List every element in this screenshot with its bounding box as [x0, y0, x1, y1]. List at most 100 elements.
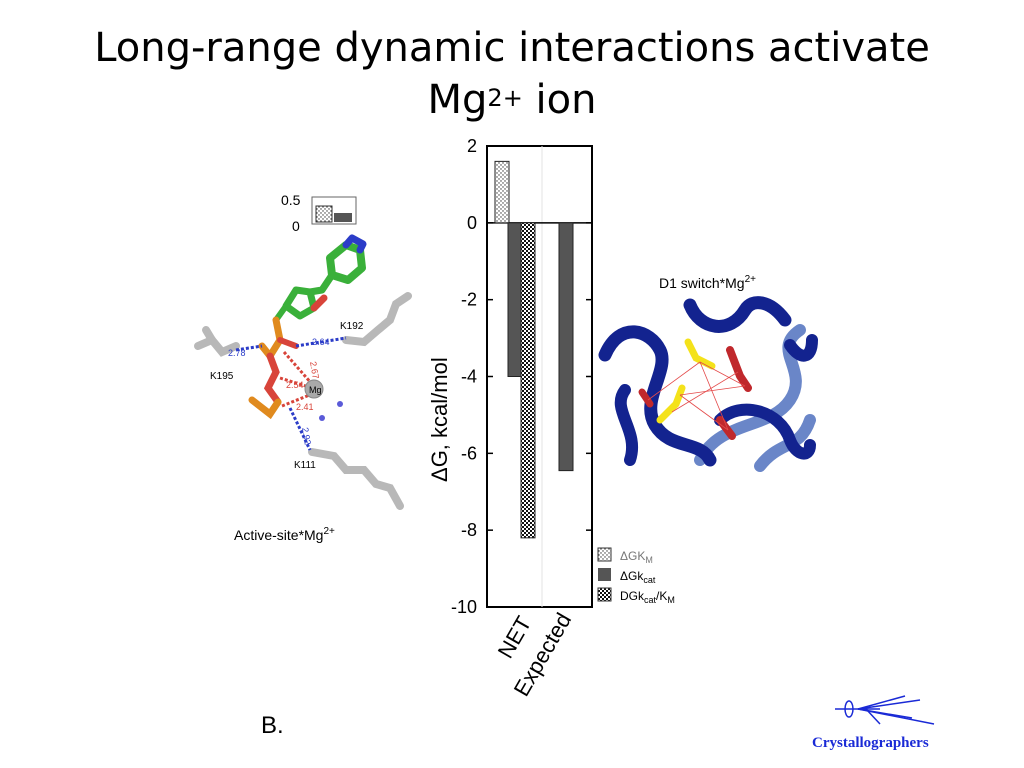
ribose-bonds	[282, 286, 318, 320]
bar-solid-expected	[558, 222, 574, 472]
inset-dots-bar	[315, 205, 333, 223]
logo-ray-4	[857, 708, 913, 719]
k195-chain	[194, 335, 240, 357]
y-axis-ticks: 2 0 -2 -4 -6 -8 -10	[451, 136, 592, 617]
mg-ion-label: Mg	[309, 385, 322, 395]
distance-label-6: 2.92	[300, 427, 313, 446]
d1-switch-caption-sup: 2+	[745, 274, 757, 285]
water-sphere-2	[319, 415, 325, 421]
title-ion: ion	[522, 77, 597, 123]
nucleotide-base	[273, 234, 367, 323]
ribose-oxygen	[310, 294, 328, 312]
phosphate-chain	[248, 316, 299, 420]
distance-label-3: 2.67	[308, 361, 321, 380]
sidechain-red-1	[726, 346, 752, 392]
active-site-caption-main: Active-site*Mg	[234, 527, 323, 543]
hbond-k195	[235, 344, 263, 352]
distance-label-2: 2.64	[312, 337, 330, 347]
y-tick-label-0: 2	[467, 136, 477, 156]
ribbon-front-3	[614, 384, 638, 466]
contact-6	[671, 371, 739, 413]
y-tick-label-5: -8	[461, 520, 477, 540]
inset-tick-top: 0.5	[281, 192, 301, 208]
hbond-k111	[288, 407, 312, 451]
hbond-k192	[295, 336, 347, 348]
brand-name: Crystallographers	[812, 735, 929, 751]
legend-dgkcatkm-sub2: M	[667, 595, 675, 605]
legend-dgkcat-main: ΔGk	[620, 569, 644, 583]
inset-tick-bottom: 0	[292, 218, 300, 234]
y-tick-label-6: -10	[451, 597, 477, 617]
bar-chart: 20-2-4-6-8-10 ΔG, kcal/mol NET Expected	[427, 136, 593, 701]
crystallographers-logo-icon	[835, 695, 935, 725]
contact-1	[699, 361, 746, 387]
inset-solid-bar	[334, 213, 352, 222]
logo-ray-1	[857, 699, 921, 710]
contact-5	[647, 361, 701, 401]
contact-4	[699, 361, 729, 431]
legend-dgkm-sub: M	[645, 555, 653, 565]
ribbon-front-2	[683, 296, 792, 333]
phosphate-bonds-3	[248, 396, 282, 420]
bar-dots-net	[494, 160, 510, 224]
d1-switch-caption: D1 switch*Mg2+	[659, 274, 756, 291]
k111-chain	[308, 448, 404, 510]
legend-label-dgkcatkm: DGkcat/KM	[620, 589, 675, 605]
slide-title: Long-range dynamic interactions activate…	[0, 22, 1024, 126]
distance-label-4: 2.54	[286, 380, 304, 390]
k195-branch	[202, 326, 216, 344]
hbond-dashes	[235, 336, 347, 451]
residue-k195: K195	[210, 371, 234, 382]
legend-label-dgkcat: ΔGkcat	[620, 569, 656, 585]
side-chains	[638, 338, 752, 440]
d1-switch-panel: D1 switch*Mg2+	[598, 274, 818, 472]
mg-ion-sphere	[304, 379, 324, 399]
legend-label-dgkm: ΔGKM	[620, 549, 653, 565]
residue-k192: K192	[340, 321, 364, 332]
legend-swatch-dgkcatkm	[597, 587, 612, 602]
ring-bonds-c	[306, 271, 336, 296]
sidechain-yellow-1	[684, 338, 716, 370]
logo-ray-3	[857, 695, 906, 710]
sidechain-red-3	[638, 388, 654, 408]
legend-dgkcatkm-suffix: /K	[656, 589, 667, 603]
ring-bonds-b	[342, 234, 367, 254]
title-line-1: Long-range dynamic interactions activate	[94, 25, 930, 71]
inset-frame	[311, 196, 357, 225]
legend-swatch-dgkm	[597, 547, 612, 562]
y-axis-label: ΔG, kcal/mol	[427, 357, 452, 482]
k192-chain	[342, 292, 412, 347]
ribbon-front-5	[784, 334, 818, 362]
active-site-caption: Active-site*Mg2+	[234, 526, 335, 543]
residue-k111: K111	[294, 460, 316, 471]
active-site-caption-sup: 2+	[323, 526, 335, 537]
panel-letter: B.	[261, 712, 284, 739]
title-line-2: Mg2+ ion	[0, 74, 1024, 126]
ribbon-front-1	[598, 325, 717, 467]
ribbon-front-4	[714, 403, 816, 460]
protein-ribbons	[598, 296, 818, 472]
logo-ray-5	[865, 708, 881, 725]
phosphate-bonds-2	[263, 352, 282, 406]
lysine-residues	[194, 292, 412, 510]
distance-label-5: 2.41	[296, 402, 314, 412]
legend-dgkcatkm-sub: cat	[644, 595, 657, 605]
legend-dgkm-main: ΔGK	[620, 549, 645, 563]
contact-lines	[647, 361, 746, 431]
inset-mini-chart: 0.5 0	[281, 192, 357, 234]
sidechain-yellow-2	[656, 384, 686, 424]
y-tick-label-1: 0	[467, 213, 477, 233]
sidechain-red-2	[716, 416, 736, 440]
y-tick-label-4: -6	[461, 443, 477, 463]
contact-2	[679, 385, 746, 396]
legend: ΔGKM ΔGkcat DGkcat/KM	[597, 547, 675, 605]
hbond-mg-3	[281, 392, 313, 408]
y-tick-label-2: -2	[461, 290, 477, 310]
phosphate-oxygen	[277, 337, 299, 349]
legend-dgkcatkm-main: DGk	[620, 589, 645, 603]
y-tick-label-3: -4	[461, 367, 477, 387]
active-site-panel: 0.5 0	[194, 192, 412, 543]
distance-label-1: 2.78	[228, 348, 246, 358]
bars	[494, 160, 574, 539]
